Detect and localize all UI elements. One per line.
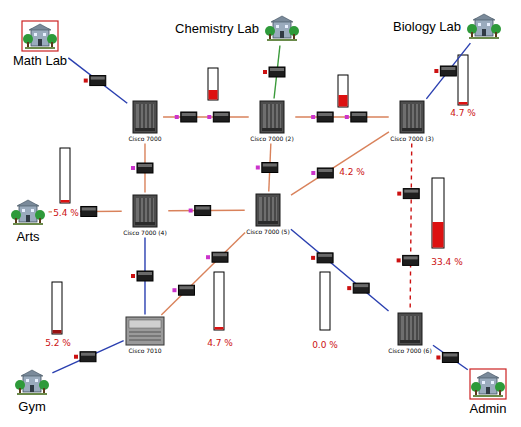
utilization-bar [320, 272, 330, 330]
router-label: Cisco 7000 (5) [246, 228, 290, 235]
network-link [161, 232, 245, 314]
router-node: Cisco 7000 (3) [390, 100, 434, 142]
switch-symbol [347, 283, 369, 293]
router-icon [259, 100, 285, 134]
building-icon [13, 366, 51, 398]
building-icon [465, 10, 503, 42]
router-label: Cisco 7000 (3) [390, 135, 434, 142]
network-link [68, 58, 127, 103]
router-label: Cisco 7010 [128, 347, 161, 354]
switch-symbol [207, 112, 229, 122]
switch-symbol [172, 285, 194, 295]
switch-symbol [397, 255, 419, 265]
switch-symbol [74, 352, 96, 362]
building-icon [469, 368, 507, 400]
network-link [295, 116, 388, 117]
utilization-bar [208, 68, 218, 100]
router-node: Cisco 7000 (4) [123, 194, 167, 236]
building-label: Biology Lab [393, 19, 461, 34]
building-label: Math Lab [13, 53, 67, 68]
building-node: Chemistry Lab [175, 12, 301, 44]
network-link [410, 144, 412, 311]
switch-symbol [311, 253, 333, 263]
building-node: Gym [13, 366, 51, 414]
building-icon [9, 196, 47, 228]
router-icon [255, 193, 281, 227]
switch-symbol [345, 112, 367, 122]
router-node: Cisco 7000 (2) [250, 100, 294, 142]
building-label: Chemistry Lab [175, 21, 259, 36]
building-label: Arts [16, 229, 39, 244]
utilization-label: 5.4 % [52, 208, 80, 219]
utilization-label: 4.7 % [449, 108, 477, 119]
utilization-label: 5.2 % [44, 338, 72, 349]
router-node: Cisco 7000 (5) [246, 193, 290, 235]
router-node: Cisco 7000 (6) [388, 312, 432, 354]
utilization-fill [459, 102, 468, 105]
utilization-label: 4.7 % [206, 338, 234, 349]
utilization-label: 4.2 % [338, 167, 366, 178]
utilization-fill [339, 95, 348, 107]
router-node: Cisco 7010 [125, 316, 165, 354]
router-label: Cisco 7000 (2) [250, 135, 294, 142]
utilization-label: 33.4 % [430, 257, 463, 268]
utilization-fill [53, 330, 62, 334]
utilization-bar [432, 178, 444, 248]
switch-symbol [131, 271, 153, 281]
building-label: Admin [470, 401, 507, 416]
router-icon [397, 312, 423, 346]
switch-symbol [206, 252, 228, 262]
switch-symbol [311, 168, 333, 178]
utilization-label: 0.0 % [311, 340, 339, 351]
router-icon [132, 194, 158, 228]
switch-symbol [175, 112, 197, 122]
router-label: Cisco 7000 (4) [123, 229, 167, 236]
utilization-bar [60, 148, 70, 203]
router-icon [125, 316, 165, 346]
utilization-bar [52, 282, 62, 334]
utilization-fill [61, 200, 70, 203]
building-node: Biology Lab [393, 10, 503, 42]
utilization-bar [338, 75, 348, 107]
router-label: Cisco 7000 [128, 135, 161, 142]
switch-symbol [256, 163, 278, 173]
network-link [291, 132, 389, 195]
building-label: Gym [18, 399, 45, 414]
building-node: Admin [469, 368, 507, 416]
utilization-fill [433, 222, 444, 248]
utilization-bar [458, 55, 468, 105]
building-node: Math Lab [13, 20, 67, 68]
building-icon [263, 12, 301, 44]
network-link [433, 345, 468, 370]
utilization-fill [209, 90, 218, 100]
network-link [426, 43, 470, 99]
building-icon [21, 20, 59, 52]
switch-symbol [263, 67, 285, 77]
switch-symbol [397, 189, 419, 199]
switch-symbol [189, 206, 211, 216]
router-label: Cisco 7000 (6) [388, 347, 432, 354]
router-node: Cisco 7000 [128, 100, 161, 142]
router-icon [132, 100, 158, 134]
switch-symbol [131, 163, 153, 173]
network-link [291, 229, 389, 311]
switch-symbol [436, 352, 458, 362]
utilization-bar [214, 272, 224, 330]
switch-symbol [84, 76, 106, 86]
switch-symbol [434, 66, 456, 76]
utilization-fill [215, 327, 224, 330]
building-node: Arts [9, 196, 47, 244]
router-icon [399, 100, 425, 134]
switch-symbol [311, 112, 333, 122]
